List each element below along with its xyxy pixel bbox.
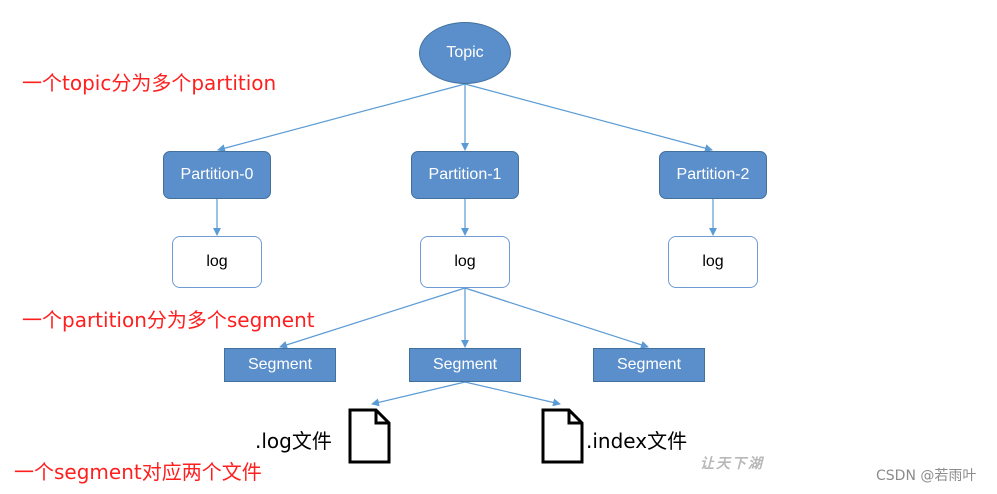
partition-2-log-label: log bbox=[702, 253, 724, 270]
segment-note: 一个segment对应两个文件 bbox=[14, 460, 262, 484]
log-file-label: .log文件 bbox=[255, 429, 332, 453]
index-file-label: .index文件 bbox=[586, 429, 688, 453]
segment-0-label: Segment bbox=[247, 356, 313, 373]
edge-log-segment-2 bbox=[464, 287, 649, 349]
segment-0-node: Segment bbox=[224, 348, 336, 382]
partition-0-log-label: log bbox=[206, 253, 228, 270]
partition-2-node: Partition-2 bbox=[659, 151, 767, 199]
segment-2-label: Segment bbox=[616, 356, 682, 373]
partition-0-label: Partition-0 bbox=[180, 166, 254, 183]
stamp-logo: 让天下湖 bbox=[700, 456, 764, 472]
topic-node: Topic bbox=[419, 22, 511, 84]
partition-1-node: Partition-1 bbox=[411, 151, 519, 199]
partition-0-node: Partition-0 bbox=[163, 151, 271, 199]
partition-0-log-node: log bbox=[172, 236, 262, 288]
csdn-watermark: CSDN @若雨叶 bbox=[876, 468, 977, 484]
edge-segment-log-file bbox=[371, 381, 466, 407]
topic-note: 一个topic分为多个partition bbox=[22, 71, 277, 95]
edge-topic-partition-2 bbox=[464, 83, 713, 153]
edge-segment-index-file bbox=[464, 381, 561, 407]
partition-1-label: Partition-1 bbox=[428, 166, 502, 183]
segment-2-node: Segment bbox=[593, 348, 705, 382]
segment-1-node: Segment bbox=[409, 348, 521, 382]
partition-2-label: Partition-2 bbox=[676, 166, 750, 183]
edge-topic-partition-0 bbox=[217, 83, 466, 153]
log-file-icon bbox=[348, 408, 391, 464]
index-file-icon bbox=[541, 408, 584, 464]
partition-1-log-label: log bbox=[454, 253, 476, 270]
partition-2-log-node: log bbox=[668, 236, 758, 288]
segment-1-label: Segment bbox=[432, 356, 498, 373]
partition-note: 一个partition分为多个segment bbox=[22, 308, 315, 332]
partition-1-log-node: log bbox=[420, 236, 510, 288]
topic-label: Topic bbox=[446, 44, 484, 61]
edge-log-segment-0 bbox=[279, 287, 466, 349]
